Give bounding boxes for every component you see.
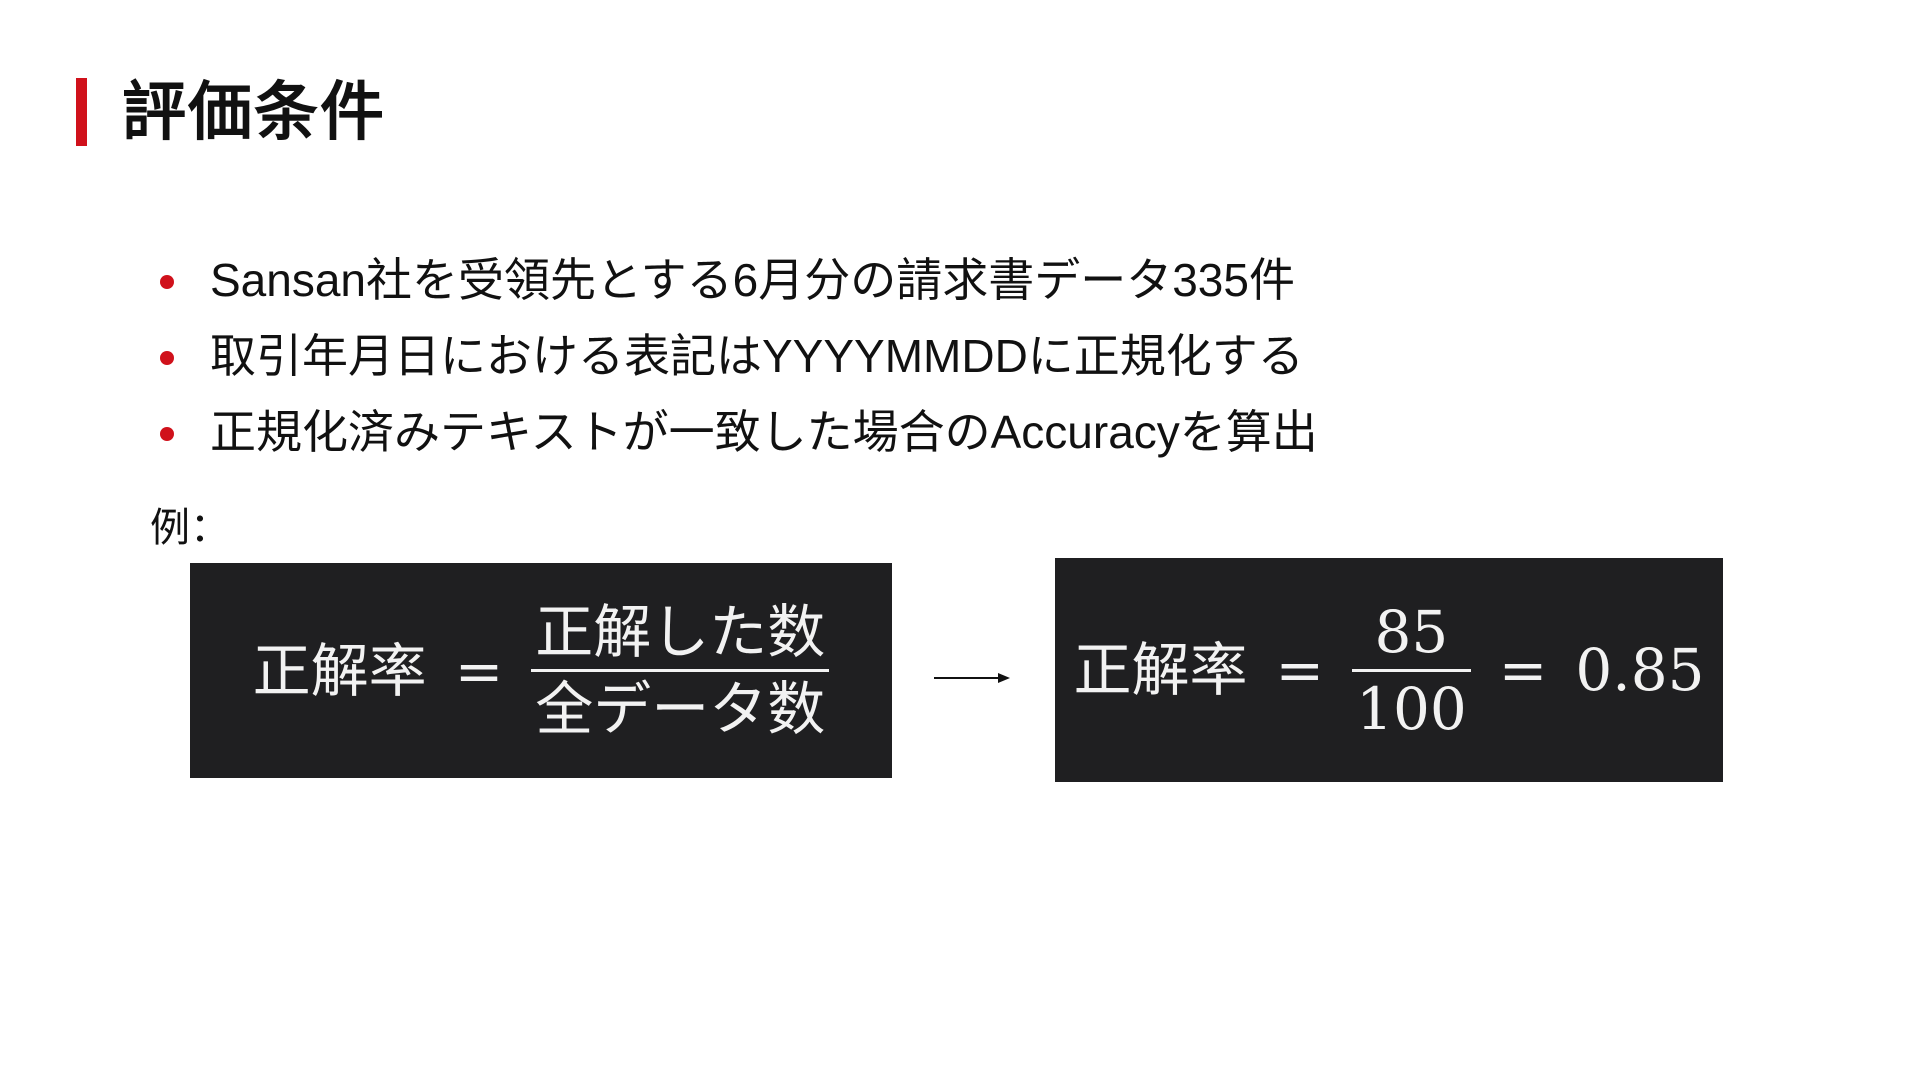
equals-sign: =	[454, 636, 504, 705]
list-item: 取引年月日における表記はYYYYMMDDに正規化する	[150, 318, 1318, 394]
bullet-dot-icon	[160, 275, 174, 289]
fraction-numerator: 85	[1374, 597, 1449, 666]
fraction-bar	[531, 669, 830, 672]
fraction-numerator: 正解した数	[535, 598, 826, 666]
fraction: 正解した数 全データ数	[531, 595, 830, 746]
bullet-text: 正規化済みテキストが一致した場合のAccuracyを算出	[210, 406, 1318, 458]
list-item: 正規化済みテキストが一致した場合のAccuracyを算出	[150, 394, 1318, 470]
fraction-denominator: 全データ数	[535, 675, 826, 743]
right-arrow-icon	[934, 673, 1010, 683]
list-item: Sansan社を受領先とする6月分の請求書データ335件	[150, 242, 1318, 318]
bullet-list: Sansan社を受領先とする6月分の請求書データ335件 取引年月日における表記…	[150, 242, 1318, 470]
fraction-bar	[1352, 668, 1471, 672]
title-accent-bar	[76, 78, 87, 146]
bullet-dot-icon	[160, 351, 174, 365]
example-formula-box: 正解率 = 85 100 = 0.85	[1055, 558, 1723, 782]
formula-lhs: 正解率	[252, 636, 427, 705]
page-title: 評価条件	[122, 76, 386, 148]
general-formula-box: 正解率 = 正解した数 全データ数	[190, 563, 892, 778]
bullet-dot-icon	[160, 427, 174, 441]
fraction-denominator: 100	[1356, 674, 1467, 743]
formula-result: 0.85	[1575, 636, 1705, 704]
equals-sign: =	[1275, 636, 1325, 704]
example-label: 例：	[150, 506, 230, 550]
fraction: 85 100	[1352, 595, 1471, 746]
equals-sign: =	[1498, 636, 1548, 704]
formula-lhs: 正解率	[1073, 636, 1248, 704]
bullet-text: 取引年月日における表記はYYYYMMDDに正規化する	[210, 330, 1304, 382]
bullet-text: Sansan社を受領先とする6月分の請求書データ335件	[210, 254, 1295, 306]
